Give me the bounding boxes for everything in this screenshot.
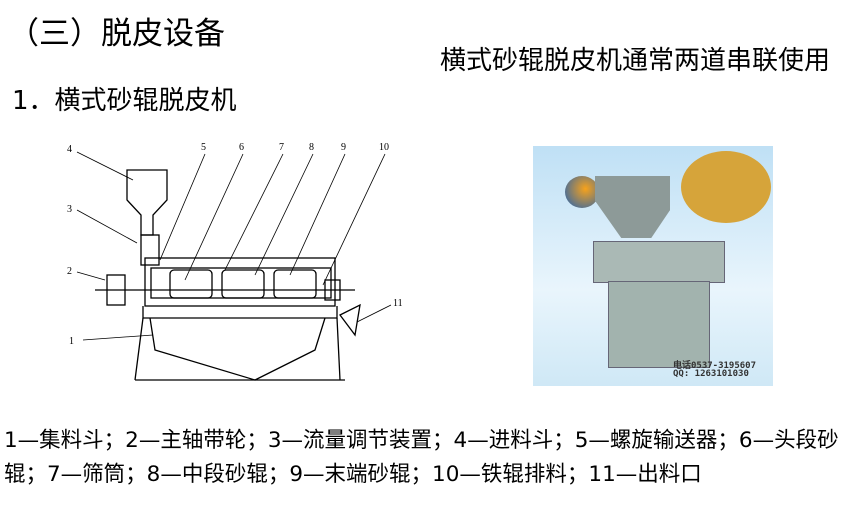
qq-text: QQ: 1263101030 — [673, 369, 749, 379]
label-6: 6 — [239, 142, 244, 153]
label-8: 8 — [309, 142, 314, 153]
subsection-title: 1．横式砂辊脱皮机 — [12, 86, 237, 116]
label-10: 10 — [379, 142, 389, 153]
label-7: 7 — [279, 142, 284, 153]
machine-hopper — [595, 176, 670, 238]
label-9: 9 — [341, 142, 346, 153]
label-1: 1 — [69, 336, 74, 347]
grain-bubble — [681, 151, 771, 223]
side-note: 横式砂辊脱皮机通常两道串联使用 — [440, 46, 831, 76]
phone-text: 电话0537-3195607 — [673, 361, 757, 371]
dehuller-diagram: 4 3 2 1 5 6 7 8 9 10 11 — [67, 142, 403, 381]
parts-caption: 1—集料斗；2—主轴带轮；3—流量调节装置；4—进料斗；5—螺旋输送器；6—头段… — [4, 428, 839, 487]
machine-body — [593, 241, 725, 283]
label-11: 11 — [393, 298, 403, 309]
label-5: 5 — [201, 142, 206, 153]
logo-icon — [565, 176, 599, 208]
label-4: 4 — [67, 144, 72, 155]
section-title: （三）脱皮设备 — [8, 16, 225, 52]
machine-frame — [608, 281, 710, 368]
machine-photo: 电话0537-3195607 QQ: 1263101030 — [533, 146, 773, 386]
label-2: 2 — [67, 266, 72, 277]
label-3: 3 — [67, 204, 72, 215]
